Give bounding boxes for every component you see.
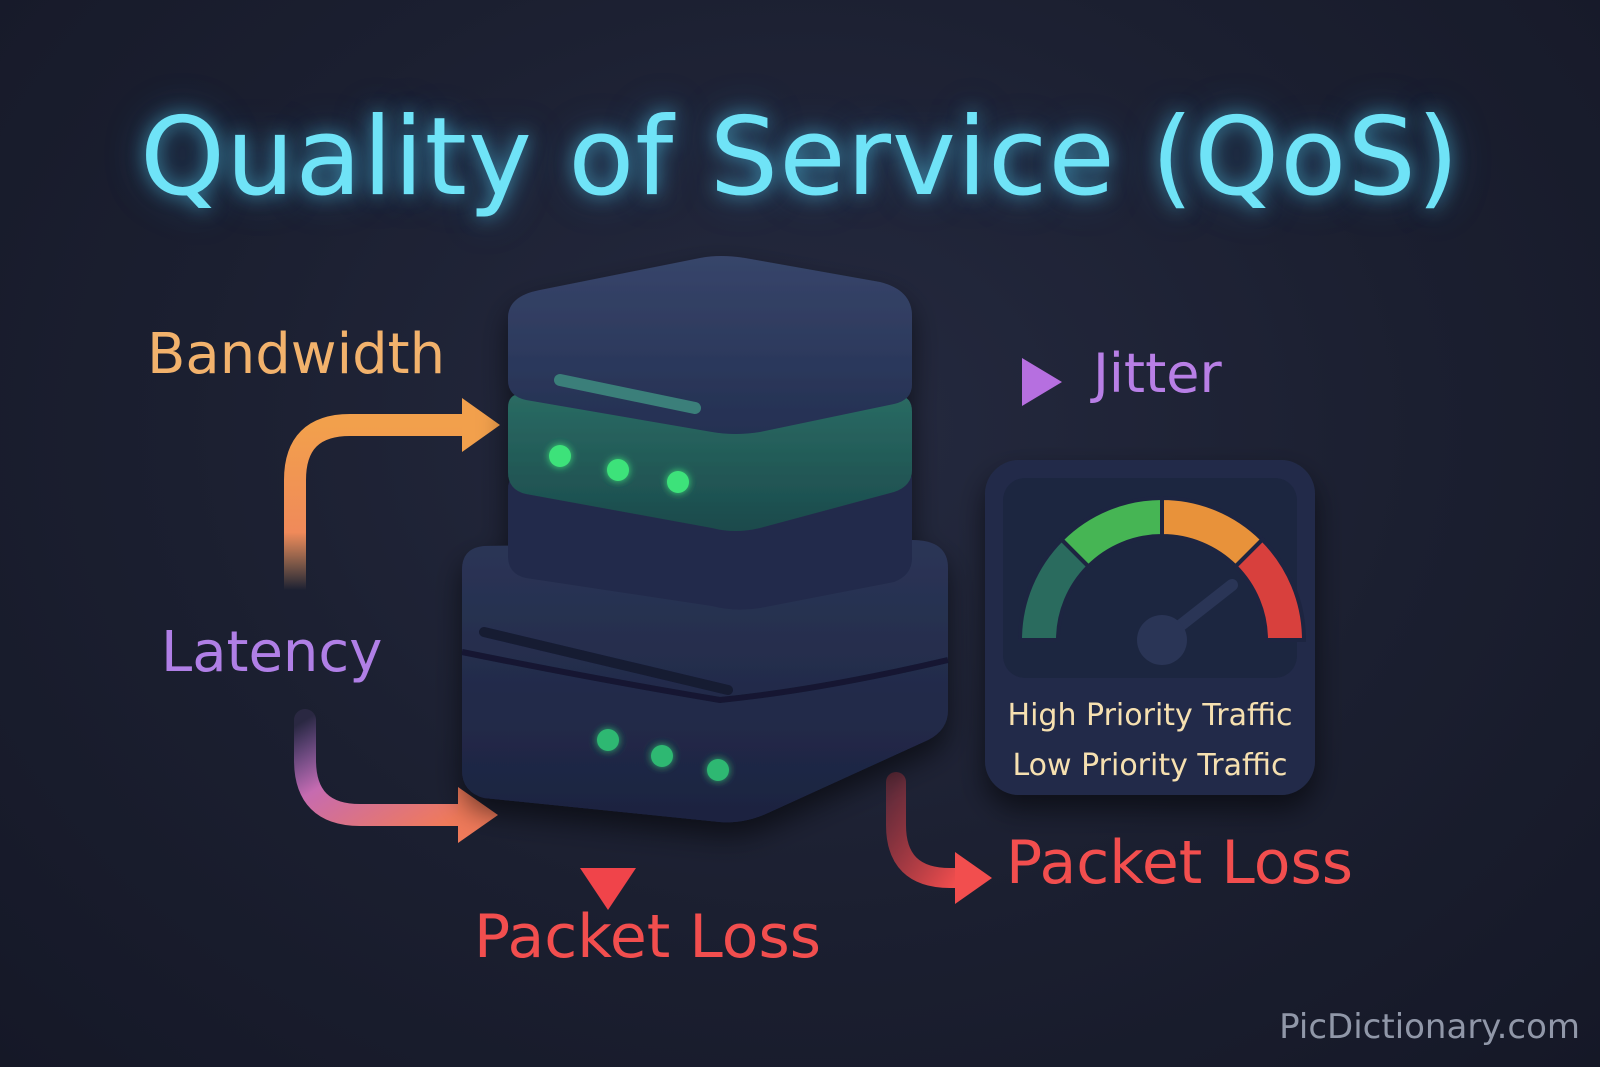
jitter-arrow xyxy=(921,358,1062,406)
gauge-segment xyxy=(1232,536,1307,642)
packet-loss-label-right: Packet Loss xyxy=(1006,828,1353,898)
low-priority-traffic-label: Low Priority Traffic xyxy=(1012,748,1288,783)
status-led xyxy=(607,459,629,481)
page-title: Quality of Service (QoS) xyxy=(139,95,1461,220)
server-base-unit xyxy=(461,540,949,823)
server-stack xyxy=(461,256,949,823)
speedometer xyxy=(1017,495,1307,642)
status-led xyxy=(651,745,673,767)
bandwidth-label: Bandwidth xyxy=(147,322,446,387)
latency-label: Latency xyxy=(161,620,383,685)
gauge-needle xyxy=(1137,579,1238,665)
jitter-label: Jitter xyxy=(1093,342,1222,405)
bandwidth-arrow xyxy=(284,398,500,601)
status-led xyxy=(549,445,571,467)
packet-loss-right-arrow xyxy=(886,772,992,904)
status-led xyxy=(667,471,689,493)
packet-loss-down-arrow xyxy=(580,805,636,910)
server-green-unit xyxy=(508,393,912,531)
watermark: PicDictionary.com xyxy=(1279,1007,1580,1047)
status-led xyxy=(707,759,729,781)
packet-loss-label-bottom: Packet Loss xyxy=(474,902,821,972)
status-led xyxy=(597,729,619,751)
high-priority-traffic-label: High Priority Traffic xyxy=(1007,698,1293,733)
latency-arrow xyxy=(294,709,498,843)
server-top-unit xyxy=(508,256,912,434)
